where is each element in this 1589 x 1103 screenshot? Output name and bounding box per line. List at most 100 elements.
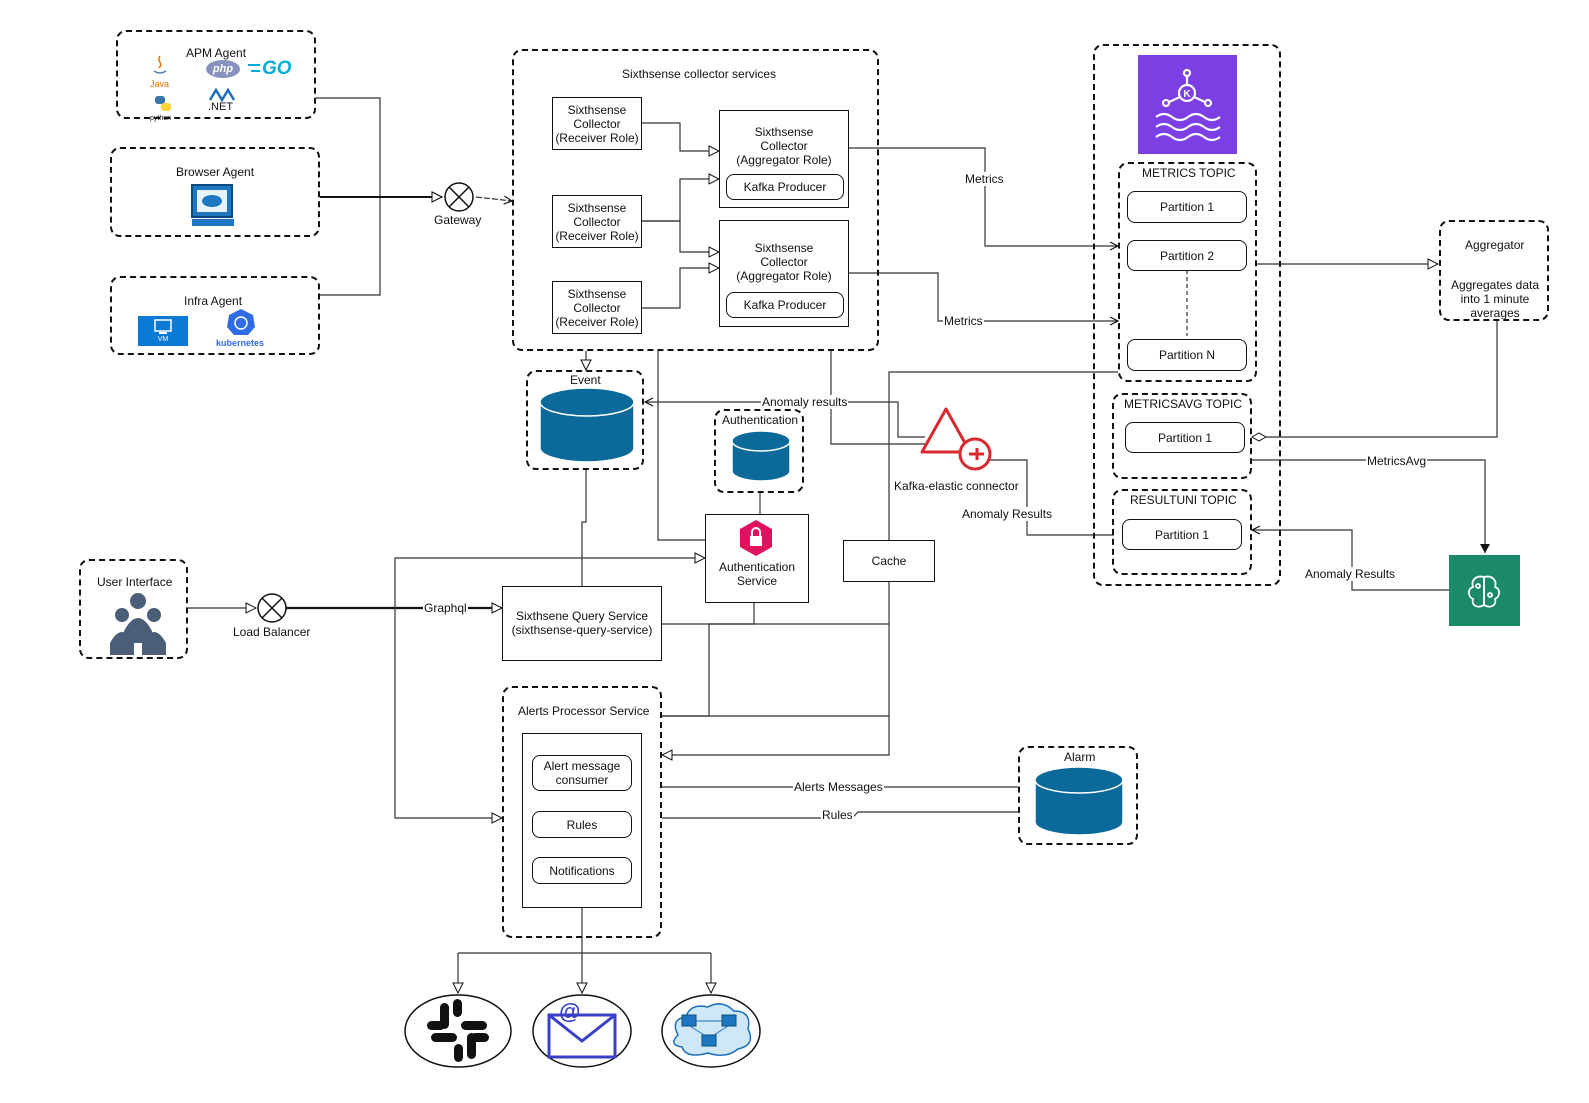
authentication-database-icon (731, 430, 791, 482)
alert-notifications: Notifications (532, 857, 632, 884)
edge-lb-auth (394, 558, 705, 608)
metricsavg-topic-group: METRICSAVG TOPIC (1112, 393, 1252, 479)
aggregator-description: Aggregates data into 1 minute averages (1450, 278, 1540, 320)
collector-receiver-3: Sixthsense Collector (Receiver Role) (552, 281, 642, 334)
collector-aggregator-2: Sixthsense Collector (Aggregator Role) K… (719, 220, 849, 327)
alarm-db-group: Alarm (1018, 746, 1138, 845)
authentication-service: Authentication Service (705, 514, 809, 603)
edge-agg1-metrics (849, 147, 1118, 246)
authentication-db-label: Authentication (722, 413, 799, 427)
edge-alarm-rules (662, 811, 1018, 819)
edge-recv1-agg1 (641, 122, 719, 151)
authentication-service-label: Authentication Service (718, 560, 796, 588)
metricsavg-topic-title: METRICSAVG TOPIC (1124, 397, 1243, 411)
edge-label-anomaly-results-event: Anomaly results (761, 395, 849, 409)
collector-receiver-1: Sixthsense Collector (Receiver Role) (552, 97, 642, 150)
apm-agent-group: APM Agent Java php GO python .NET (116, 30, 316, 122)
edge-infra-gateway (320, 197, 381, 296)
metrics-partition-1-label: Partition 1 (1159, 200, 1215, 214)
php-label: php (212, 63, 234, 75)
metricsavg-partition-1-label: Partition 1 (1157, 430, 1213, 445)
machine-learning-icon (1449, 555, 1520, 626)
vm-label: VM (157, 336, 169, 343)
alert-notifications-label: Notifications (549, 863, 615, 878)
collector-receiver-1-label: Sixthsense Collector (Receiver Role) (555, 102, 639, 145)
java-icon (153, 55, 167, 74)
alarm-database-icon (1034, 766, 1124, 836)
edge-label-graphql: Graphql (423, 601, 468, 615)
query-service-name: Sixthsene Query Service (515, 609, 649, 623)
kafka-producer-2: Kafka Producer (726, 292, 844, 318)
edge-recv2-agg2 (641, 220, 719, 252)
authentication-db-group: Authentication (714, 409, 804, 493)
aggregator-box: Aggregator Aggregates data into 1 minute… (1439, 220, 1549, 321)
collector-aggregator-1-label: Sixthsense Collector (Aggregator Role) (736, 125, 832, 167)
event-db-label: Event (570, 373, 601, 387)
go-label: GO (262, 58, 292, 79)
edge-recv3-agg2 (641, 268, 719, 309)
kafka-cluster-group (1093, 44, 1281, 586)
collector-aggregator-2-label: Sixthsense Collector (Aggregator Role) (736, 241, 832, 283)
aggregator-title: Aggregator (1465, 238, 1525, 252)
collector-services-group: Sixthsense collector services (512, 49, 879, 351)
alert-rules: Rules (532, 811, 632, 838)
edge-collector-auth (657, 351, 705, 541)
resultuni-partition-1: Partition 1 (1122, 519, 1242, 550)
kafka-elastic-connector-label: Kafka-elastic connector (894, 479, 1019, 493)
resultuni-partition-1-label: Partition 1 (1154, 527, 1210, 542)
infra-agent-group: Infra Agent VM kubernetes (110, 276, 320, 355)
load-balancer-node (257, 593, 287, 623)
kafka-producer-2-label: Kafka Producer (743, 298, 827, 312)
cache-box: Cache (843, 540, 935, 582)
collector-aggregator-1: Sixthsense Collector (Aggregator Role) K… (719, 110, 849, 208)
edge-label-metricsavg: MetricsAvg (1366, 454, 1428, 468)
edge-auth-query (662, 603, 755, 717)
kafka-producer-1-label: Kafka Producer (743, 180, 827, 194)
email-channel-icon: @ (532, 994, 632, 1068)
kafka-elastic-connector-icon (920, 407, 992, 471)
users-icon (110, 593, 166, 655)
metricsavg-partition-1: Partition 1 (1125, 422, 1245, 453)
php-icon: php (206, 60, 240, 78)
edge-resultuni-connector (966, 460, 1114, 536)
event-db-group: Event (526, 370, 644, 470)
alarm-db-label: Alarm (1064, 750, 1096, 764)
browser-agent-group: Browser Agent (110, 147, 320, 237)
apm-agent-label: APM Agent (186, 46, 247, 60)
kafka-logo-icon: K (1138, 55, 1237, 154)
dotnet-label: .NET (208, 101, 234, 113)
metrics-partition-1: Partition 1 (1127, 191, 1247, 223)
alert-message-consumer-label: Alert message consumer (543, 759, 621, 787)
edge-ml-resultuni (1252, 530, 1450, 591)
collector-services-title: Sixthsense collector services (622, 67, 777, 81)
metrics-topic-title: METRICS TOPIC (1142, 166, 1236, 180)
lock-shield-icon (740, 520, 772, 556)
edge-metricsavg-ml (1250, 459, 1490, 553)
network-channel-icon (661, 994, 761, 1068)
metrics-partition-n: Partition N (1127, 339, 1247, 371)
collector-receiver-2-label: Sixthsense Collector (Receiver Role) (555, 200, 639, 243)
gateway-label: Gateway (434, 213, 482, 227)
edge-lb-alerts (394, 608, 502, 818)
java-label: Java (150, 79, 170, 89)
edge-label-anomaly-results-ml: Anomaly Results (1304, 567, 1397, 581)
edge-cache-alerts-input (662, 716, 890, 755)
kafka-producer-1: Kafka Producer (726, 174, 844, 200)
edge-kafka-cache (888, 371, 1118, 540)
edge-gateway-collector (475, 197, 512, 201)
go-icon: GO (248, 58, 296, 80)
alert-rules-label: Rules (566, 817, 598, 832)
metrics-partition-2-label: Partition 2 (1159, 248, 1215, 263)
svg-text:@: @ (559, 999, 580, 1024)
gateway-node (444, 182, 474, 212)
event-database-icon (539, 387, 635, 463)
slack-channel-icon (404, 994, 512, 1068)
user-interface-label: User Interface (97, 575, 173, 589)
edge-apm-gateway (316, 97, 442, 197)
query-service: Sixthsene Query Service (sixthsense-quer… (502, 586, 662, 661)
svg-text:K: K (1183, 89, 1191, 100)
metrics-partition-n-label: Partition N (1158, 348, 1216, 362)
edge-collector-connector (830, 351, 925, 445)
infra-agent-label: Infra Agent (184, 294, 243, 308)
